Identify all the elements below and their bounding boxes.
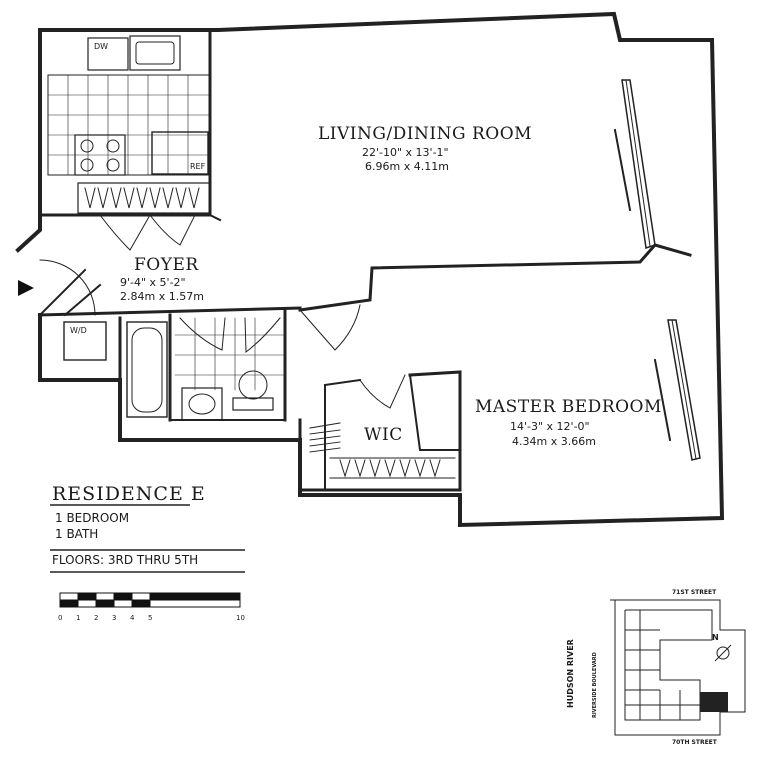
dishwasher-label: DW bbox=[94, 42, 109, 51]
wic-wall bbox=[408, 373, 461, 451]
key-plan-street-top: 71ST STREET bbox=[672, 589, 717, 596]
foyer-dim-imperial: 9'-4" x 5'-2" bbox=[120, 276, 186, 289]
window-sill bbox=[613, 128, 632, 212]
closet-hangers bbox=[84, 187, 200, 209]
scale-tick-label: 5 bbox=[148, 614, 153, 622]
living-room-dim-metric: 6.96m x 4.11m bbox=[365, 160, 449, 173]
north-arrow-label: N bbox=[712, 633, 719, 642]
residence-title: RESIDENCE E bbox=[52, 483, 206, 505]
kitchen-sink-basin bbox=[135, 41, 175, 65]
scale-tick-label: 10 bbox=[236, 614, 245, 622]
wic-door bbox=[359, 374, 406, 409]
interior-wall bbox=[208, 213, 222, 222]
key-plan bbox=[610, 599, 746, 736]
window-sill bbox=[653, 358, 672, 442]
bath-tile-grid bbox=[174, 317, 286, 391]
scale-bar bbox=[59, 592, 241, 608]
living-room-dim-imperial: 22'-10" x 13'-1" bbox=[362, 146, 449, 159]
closet-door bbox=[99, 214, 151, 251]
entry-door-leaf bbox=[38, 268, 87, 317]
toilet-tank bbox=[232, 397, 274, 411]
burner bbox=[80, 139, 94, 153]
bath-door bbox=[244, 317, 281, 353]
refrigerator bbox=[151, 131, 209, 175]
toilet-bowl bbox=[238, 370, 268, 400]
window-bedroom bbox=[671, 319, 697, 460]
window-bedroom bbox=[667, 319, 701, 461]
key-plan-unit-highlight bbox=[700, 692, 728, 712]
entry-arrow-icon bbox=[18, 280, 34, 296]
burner bbox=[106, 139, 120, 153]
exterior-wall bbox=[38, 11, 725, 528]
wic-name: WIC bbox=[364, 425, 403, 445]
key-plan-river: HUDSON RIVER bbox=[566, 639, 575, 708]
bath-vanity bbox=[181, 387, 223, 421]
exterior-wall bbox=[15, 28, 42, 253]
master-bedroom-dim-imperial: 14'-3" x 12'-0" bbox=[510, 420, 590, 433]
key-plan-street-bottom: 70TH STREET bbox=[672, 739, 717, 746]
scale-tick-label: 3 bbox=[112, 614, 117, 622]
wic-wall bbox=[298, 418, 462, 492]
cooktop bbox=[74, 134, 126, 176]
living-room-name: LIVING/DINING ROOM bbox=[318, 124, 533, 144]
bedroom-door bbox=[299, 304, 361, 351]
washer-dryer bbox=[63, 321, 107, 361]
bedroom-count: 1 BEDROOM bbox=[55, 511, 130, 525]
kitchen-tile-grid bbox=[47, 74, 211, 176]
bath-sink bbox=[188, 393, 216, 415]
wic-wall bbox=[323, 378, 362, 387]
window-living bbox=[621, 79, 656, 249]
washer-dryer-label: W/D bbox=[70, 326, 87, 335]
burner bbox=[80, 158, 94, 172]
scale-tick-label: 0 bbox=[58, 614, 63, 622]
foyer-closet bbox=[77, 182, 211, 214]
bathtub-basin bbox=[131, 327, 163, 413]
bath-count: 1 BATH bbox=[55, 527, 99, 541]
interior-wall bbox=[38, 306, 302, 317]
foyer-dim-metric: 2.84m x 1.57m bbox=[120, 290, 204, 303]
kitchen-sink bbox=[129, 35, 181, 71]
window-living bbox=[625, 79, 651, 247]
scale-tick-label: 4 bbox=[130, 614, 135, 622]
scale-tick-label: 1 bbox=[76, 614, 81, 622]
bedroom-wall bbox=[298, 243, 692, 312]
entry-door-leaf bbox=[63, 283, 102, 317]
master-bedroom-dim-metric: 4.34m x 3.66m bbox=[512, 435, 596, 448]
floors-range: FLOORS: 3RD THRU 5TH bbox=[52, 553, 199, 567]
closet-door bbox=[149, 214, 196, 246]
kitchen-counter bbox=[47, 74, 211, 176]
bath-door bbox=[179, 317, 226, 351]
master-bedroom-name: MASTER BEDROOM bbox=[475, 397, 662, 417]
bathtub bbox=[126, 321, 168, 418]
burner bbox=[106, 158, 120, 172]
dishwasher bbox=[87, 37, 129, 71]
wic-shelving bbox=[309, 422, 456, 479]
refrigerator-label: REF bbox=[190, 162, 206, 171]
key-plan-boulevard: RIVERSIDE BOULEVARD bbox=[592, 652, 598, 718]
foyer-name: FOYER bbox=[134, 255, 199, 275]
scale-tick-label: 2 bbox=[94, 614, 99, 622]
